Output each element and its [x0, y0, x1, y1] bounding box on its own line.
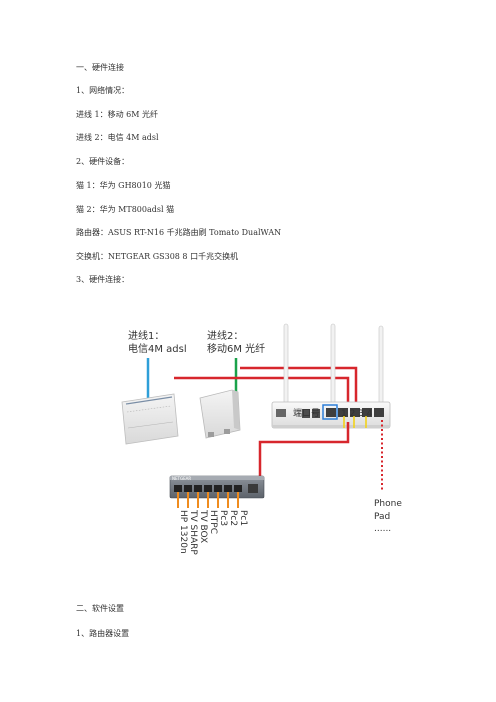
text-router: 路由器：ASUS RT-N16 千兆路由刷 Tomato DualWAN	[76, 228, 282, 237]
subheading-connection: 3、硬件连接：	[76, 275, 130, 284]
device-label-hp1320n: HP 1320n	[178, 510, 188, 554]
network-connection-diagram: 进线1： 电信4M adsl 进线2： 移动6M 光纤	[121, 323, 402, 555]
line2-desc: 移动6M 光纤	[207, 342, 265, 355]
wan-port-highlight	[322, 404, 338, 420]
device-label-tvbox: TV BOX	[198, 509, 208, 543]
router-yellow-cables	[343, 416, 367, 428]
network-switch: NETGEAR	[169, 475, 265, 499]
text-line1: 进线 1：移动 6M 光纤	[76, 110, 158, 119]
text-switch: 交换机：NETGEAR GS308 8 口千兆交换机	[76, 252, 239, 261]
section-heading-software: 二、软件设置	[76, 604, 124, 613]
switch-brand: NETGEAR	[172, 476, 191, 481]
device-label-tvsharp: TV SHARP	[188, 509, 198, 555]
phone-label: Phone	[374, 499, 402, 509]
pad-label: Pad	[374, 512, 390, 522]
text-modem2: 猫 2：华为 MT800adsl 猫	[76, 205, 175, 214]
modem1-to-router-cable	[174, 376, 350, 408]
device-label-htpc: HTPC	[208, 510, 218, 534]
line1-desc: 电信4M adsl	[128, 342, 187, 355]
modem-adsl	[121, 393, 179, 445]
port-numbers: 1 2 3 4	[341, 409, 373, 419]
subheading-router-settings: 1、路由器设置	[76, 629, 130, 638]
subheading-network: 1、网络情况：	[76, 86, 130, 95]
more-devices-label: ......	[374, 524, 391, 534]
router	[271, 401, 391, 429]
router-to-switch-cable	[258, 422, 350, 480]
device-label-pc1: Pc1	[238, 510, 248, 526]
modem-optical	[199, 389, 241, 439]
device-label-pc2: Pc2	[228, 510, 238, 526]
text-modem1: 猫 1：华为 GH8010 光猫	[76, 181, 171, 190]
section-heading-hardware: 一、硬件连接	[76, 63, 124, 72]
device-labels: Pc1 Pc2 Pc3 HTPC TV BOX TV SHARP HP 1320…	[178, 509, 248, 555]
port-label: 端口号	[293, 407, 320, 419]
line2-title: 进线2：	[207, 329, 243, 342]
switch-orange-cables	[177, 492, 239, 508]
modem2-to-router-cable	[240, 366, 358, 408]
text-line2: 进线 2：电信 4M adsl	[76, 133, 159, 142]
line1-title: 进线1：	[128, 329, 164, 342]
subheading-devices: 2、硬件设备：	[76, 157, 130, 166]
device-label-pc3: Pc3	[218, 510, 228, 526]
